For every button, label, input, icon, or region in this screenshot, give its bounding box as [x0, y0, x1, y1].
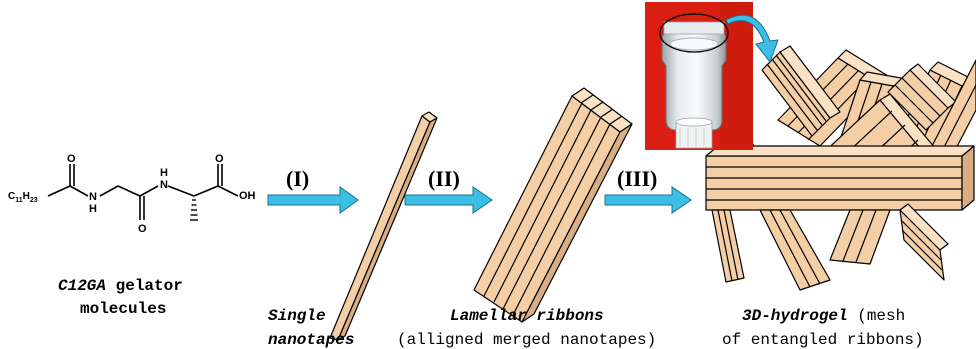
- mesh-ribbon: [899, 203, 949, 281]
- step-arrow-3: [604, 186, 692, 214]
- atom-o3: O: [215, 153, 224, 165]
- molecule-caption-suffix: gelator: [106, 277, 183, 295]
- atom-o1: O: [67, 153, 76, 165]
- alkyl-h-label: H: [23, 191, 30, 202]
- single-nanotape: [329, 111, 438, 341]
- alkyl-c-label: C: [8, 191, 15, 202]
- hydrogel-caption-line1: 3D-hydrogel (mesh: [742, 307, 905, 325]
- mesh-ribbon: [829, 209, 891, 265]
- atom-h1: H: [89, 203, 97, 215]
- molecule-caption-line1: C12GA gelator: [58, 277, 183, 295]
- molecule-name: C12GA: [58, 277, 106, 295]
- hydrogel-ribbon-mesh: [705, 45, 976, 291]
- mesh-ribbon-main: [705, 145, 975, 211]
- atom-h2: H: [160, 167, 168, 179]
- step-arrow-1: [267, 186, 359, 214]
- hydrogel-vial-photo: [645, 2, 753, 150]
- step-label-1: (I): [286, 166, 309, 191]
- single-nanotapes-caption-line2: nanotapes: [268, 331, 354, 349]
- hydrogel-caption-line2: of entangled ribbons): [722, 331, 924, 349]
- alkyl-h-subscript: 23: [30, 197, 38, 204]
- stereo-hash-bond: [190, 199, 198, 221]
- atom-oh: OH: [239, 190, 256, 202]
- mesh-ribbon: [887, 63, 957, 131]
- lamellar-ribbon: [473, 87, 633, 323]
- molecule-caption-line2: molecules: [80, 300, 166, 318]
- hydrogel-name: 3D-hydrogel: [742, 307, 848, 325]
- single-nanotapes-caption-line1: Single: [268, 307, 326, 325]
- step-arrow-2: [404, 186, 493, 214]
- gel-highlight-ellipse: [659, 13, 729, 53]
- atom-o2: O: [138, 223, 147, 235]
- c12ga-molecule-structure: [47, 164, 239, 220]
- step-label-3: (III): [617, 166, 657, 191]
- mesh-ribbon: [761, 45, 841, 137]
- curved-pointer-arrow: [725, 14, 779, 64]
- hydrogel-caption-suffix: (mesh: [848, 307, 906, 325]
- lamellar-ribbons-description: (alligned merged nanotapes): [397, 331, 656, 349]
- atom-n2: N: [160, 179, 168, 191]
- alkyl-chain-label: C11H23: [8, 191, 38, 204]
- mesh-ribbon: [759, 209, 831, 291]
- atom-n1: N: [89, 191, 97, 203]
- alkyl-c-subscript: 11: [15, 197, 23, 204]
- lamellar-ribbons-caption: Lamellar ribbons: [450, 307, 604, 325]
- mesh-ribbon: [711, 209, 745, 283]
- step-label-2: (II): [428, 166, 460, 191]
